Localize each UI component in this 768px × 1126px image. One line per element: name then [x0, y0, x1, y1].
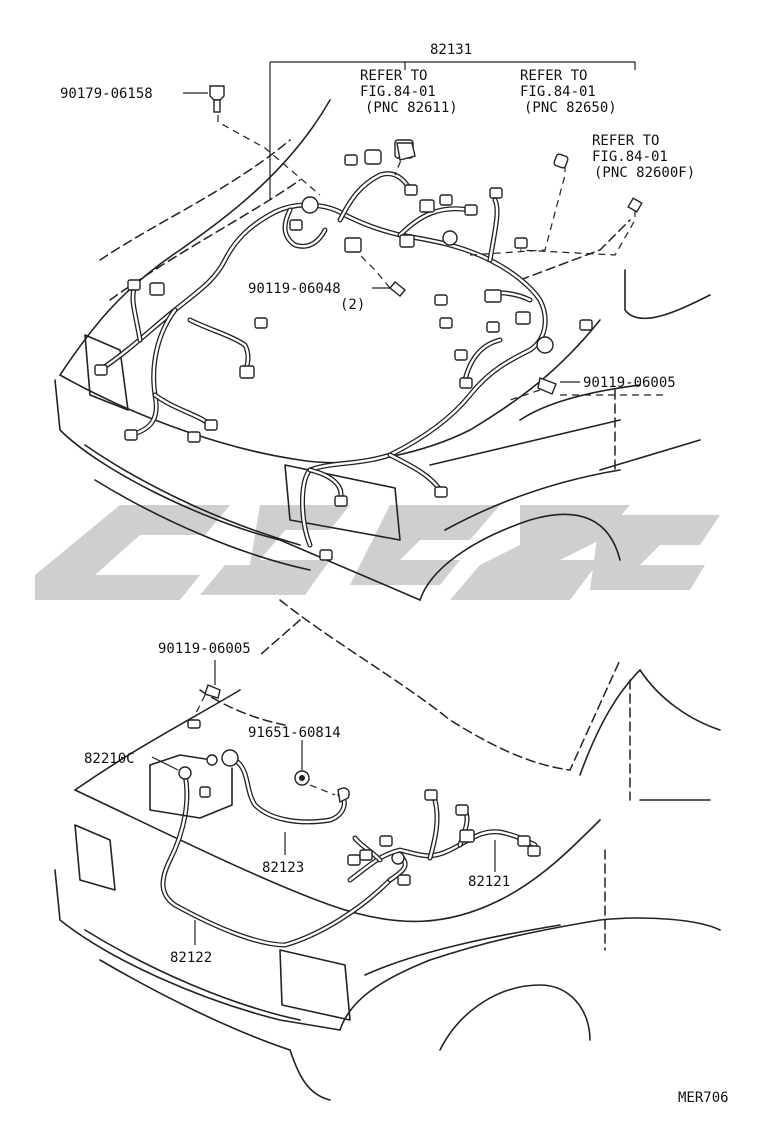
harness-82131 [94, 139, 593, 561]
harness-82121 [347, 789, 541, 883]
label-82121: 82121 [468, 874, 510, 890]
top-labels: 82131 REFER TO FIG.84-01 (PNC 82611) REF… [60, 42, 695, 391]
ref-82611-line3: (PNC 82611) [365, 100, 458, 116]
ref-82600f-line3: (PNC 82600F) [594, 165, 695, 181]
label-90179-06158: 90179-06158 [60, 86, 153, 102]
harness-82123 [221, 749, 350, 825]
watermark-logo [35, 505, 720, 600]
label-82123: 82123 [262, 860, 304, 876]
ref-82650-line2: FIG.84-01 [520, 84, 596, 100]
label-91651-60814: 91651-60814 [248, 725, 341, 741]
ref-82650-line3: (PNC 82650) [524, 100, 617, 116]
harness-82122 [160, 772, 411, 948]
label-90119-06005-bottom: 90119-06005 [158, 641, 251, 657]
top-fasteners [209, 85, 643, 395]
label-90119-06048-qty: (2) [340, 297, 365, 313]
ref-82650-line1: REFER TO [520, 68, 587, 84]
label-90119-06005-top: 90119-06005 [583, 375, 676, 391]
top-leaders [183, 61, 665, 401]
label-82131: 82131 [430, 42, 472, 58]
label-82210c: 82210C [84, 751, 135, 767]
ref-82600f-line1: REFER TO [592, 133, 659, 149]
ref-82611-line1: REFER TO [360, 68, 427, 84]
bottom-leaders [151, 660, 496, 945]
ref-82600f-line2: FIG.84-01 [592, 149, 668, 165]
ref-82611-line2: FIG.84-01 [360, 84, 436, 100]
bottom-car-body [54, 599, 721, 1101]
diagram-code: MER706 [678, 1090, 729, 1106]
label-90119-06048: 90119-06048 [248, 281, 341, 297]
label-82122: 82122 [170, 950, 212, 966]
bottom-labels: 90119-06005 91651-60814 82210C 82123 821… [84, 641, 510, 966]
